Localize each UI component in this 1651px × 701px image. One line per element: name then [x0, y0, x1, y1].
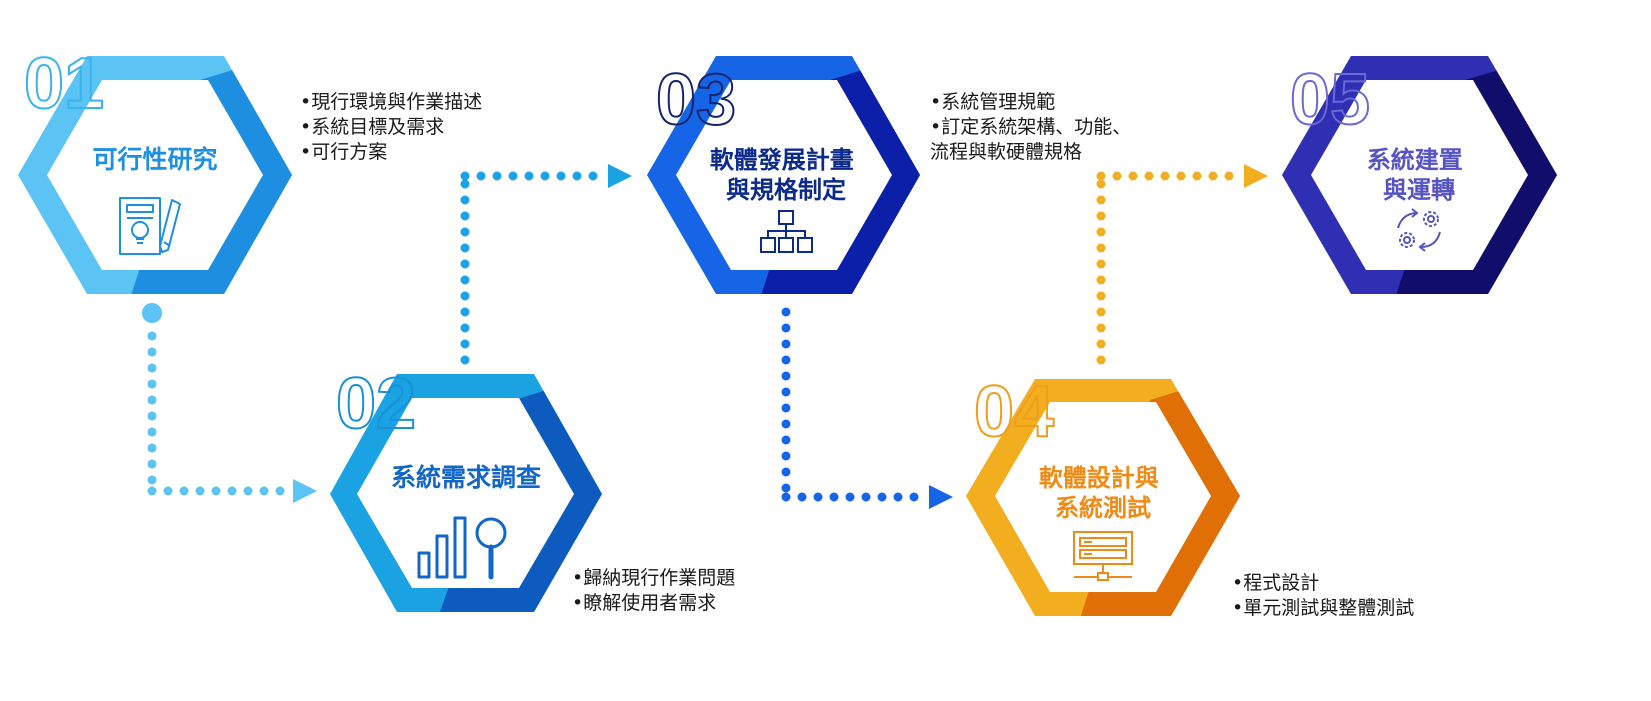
detail-item: •系統目標及需求: [300, 116, 445, 138]
detail-item: •系統管理規範: [930, 91, 1056, 113]
step-title-line: 系統建置: [1367, 146, 1463, 174]
step-title: 系統需求調查: [391, 463, 541, 492]
connector-start-dot: [142, 303, 162, 323]
connector-02-to-03: [460, 164, 632, 365]
step-title-line: 系統需求調查: [391, 463, 541, 492]
connector-04-to-05: [1096, 164, 1268, 365]
connector-arrowhead: [1244, 164, 1268, 188]
step-05: 05 系統建置 與運轉: [1282, 56, 1557, 294]
step-number: 02: [336, 364, 416, 444]
step-title: 軟體發展計畫 與規格制定: [710, 146, 862, 204]
bar-chart-magnifier-icon: [417, 516, 507, 580]
org-chart-icon: [760, 210, 813, 253]
step-number: 04: [974, 372, 1054, 452]
step-04-details: •程式設計 •單元測試與整體測試: [1232, 571, 1414, 621]
gears-cycle-icon: [1397, 208, 1441, 252]
step-title: 可行性研究: [92, 145, 217, 174]
step-number: 01: [24, 44, 104, 124]
step-title-line: 軟體發展計畫: [710, 146, 854, 174]
detail-item: •單元測試與整體測試: [1232, 597, 1415, 619]
step-title-line: 與規格制定: [726, 176, 846, 204]
hexagon-inner-panel: [995, 402, 1211, 592]
step-title-line: 可行性研究: [92, 145, 217, 174]
step-04: 04 軟體設計與 系統測試: [966, 371, 1240, 616]
connector-arrowhead: [608, 164, 632, 188]
hexagon-inner-panel: [47, 80, 263, 270]
step-01-details: •現行環境與作業描述 •系統目標及需求 •可行方案: [300, 90, 482, 165]
detail-item: •現行環境與作業描述: [300, 91, 483, 113]
hexagon-inner-panel: [357, 398, 574, 588]
detail-item: •程式設計: [1232, 572, 1320, 594]
step-02-details: •歸納現行作業問題 •瞭解使用者需求: [572, 566, 735, 616]
step-title-line: 與運轉: [1383, 176, 1455, 204]
hexagon-inner-panel: [1311, 80, 1528, 270]
step-01: 01 可行性研究: [18, 43, 292, 294]
step-title-line: 系統測試: [1055, 494, 1151, 522]
server-monitor-icon: [1073, 531, 1133, 581]
report-lightbulb-pencil-icon: [119, 197, 181, 255]
step-title: 軟體設計與 系統測試: [1039, 464, 1167, 522]
connector-arrowhead: [293, 479, 317, 503]
detail-item: 流程與軟硬體規格: [930, 141, 1083, 163]
step-03-details: •系統管理規範 •訂定系統架構、功能、 流程與軟硬體規格: [930, 90, 1131, 165]
connector-03-to-04: [781, 307, 953, 509]
detail-item: •訂定系統架構、功能、: [930, 116, 1132, 138]
detail-item: •可行方案: [300, 141, 388, 163]
step-title-line: 軟體設計與: [1039, 464, 1159, 492]
detail-item: •瞭解使用者需求: [572, 592, 717, 614]
detail-item: •歸納現行作業問題: [572, 567, 736, 589]
step-03: 03 軟體發展計畫 與規格制定: [647, 56, 920, 294]
connector-arrowhead: [929, 485, 953, 509]
hexagon-inner-panel: [676, 80, 892, 270]
step-number: 03: [656, 60, 736, 140]
step-number: 05: [1290, 60, 1370, 140]
step-title: 系統建置 與運轉: [1367, 146, 1471, 204]
connector-01-to-02: [142, 303, 317, 503]
